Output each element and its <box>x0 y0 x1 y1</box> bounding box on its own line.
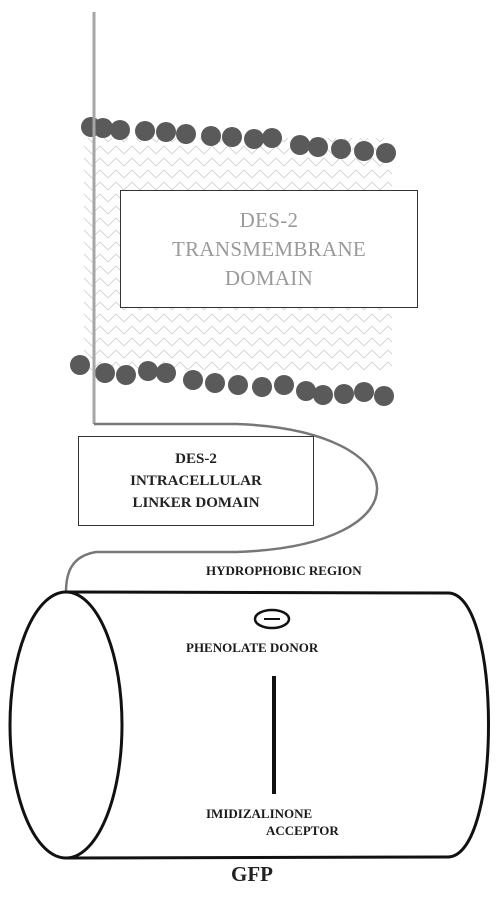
lower-lipid-head <box>183 370 203 390</box>
lower-lipid-head <box>70 355 90 375</box>
transmembrane-box-line-1: DES-2 <box>239 207 299 232</box>
lower-lipid-head <box>374 386 394 406</box>
upper-lipid-head <box>290 135 310 155</box>
upper-lipid-head <box>176 124 196 144</box>
transmembrane-box-line-2: TRANSMEMBRANE <box>171 236 367 261</box>
lower-lipid-head <box>156 363 176 383</box>
transmembrane-box-line-3: DOMAIN <box>224 265 314 290</box>
upper-lipid-head <box>201 126 221 146</box>
lower-lipid-head <box>334 384 354 404</box>
phenolate-donor-label: PHENOLATE DONOR <box>186 640 319 655</box>
lower-lipid-head <box>95 363 115 383</box>
lower-lipid-head <box>274 375 294 395</box>
barrel-body-outline <box>65 590 490 860</box>
upper-lipid-head <box>354 141 374 161</box>
lower-lipid-head <box>252 377 272 397</box>
gfp-caption: GFP <box>231 862 273 886</box>
upper-lipid-head <box>262 128 282 148</box>
intracellular-linker-box: DES-2 INTRACELLULAR LINKER DOMAIN <box>78 436 314 526</box>
linker-box-line-3: LINKER DOMAIN <box>132 495 260 511</box>
upper-lipid-head <box>110 120 130 140</box>
linker-box-line-1: DES-2 <box>175 451 217 467</box>
lower-lipid-head <box>296 381 316 401</box>
upper-lipid-head <box>308 137 328 157</box>
linker-loop-line <box>64 422 379 593</box>
lower-lipid-head <box>354 382 374 402</box>
barrel-end-ellipse <box>8 590 124 860</box>
upper-lipid-head <box>376 143 396 163</box>
imidizalinone-label: IMIDIZALINONE <box>206 806 313 821</box>
upper-lipid-head <box>156 122 176 142</box>
lower-lipid-head <box>205 373 225 393</box>
linker-box-line-2: INTRACELLULAR <box>130 473 262 489</box>
upper-lipid-heads <box>81 117 396 163</box>
transmembrane-domain-box: DES-2 TRANSMEMBRANE DOMAIN <box>120 190 418 308</box>
hydrophobic-region-label: HYDROPHOBIC REGION <box>206 563 362 578</box>
lower-lipid-head <box>116 365 136 385</box>
lower-lipid-head <box>138 361 158 381</box>
acceptor-label: ACCEPTOR <box>266 823 339 838</box>
gfp-barrel <box>8 590 490 860</box>
lower-lipid-head <box>313 385 333 405</box>
upper-lipid-head <box>135 121 155 141</box>
upper-lipid-head <box>93 118 113 138</box>
upper-lipid-head <box>331 139 351 159</box>
upper-lipid-head <box>222 127 242 147</box>
lower-lipid-heads <box>70 355 394 406</box>
upper-lipid-head <box>244 129 264 149</box>
lower-lipid-head <box>228 375 248 395</box>
